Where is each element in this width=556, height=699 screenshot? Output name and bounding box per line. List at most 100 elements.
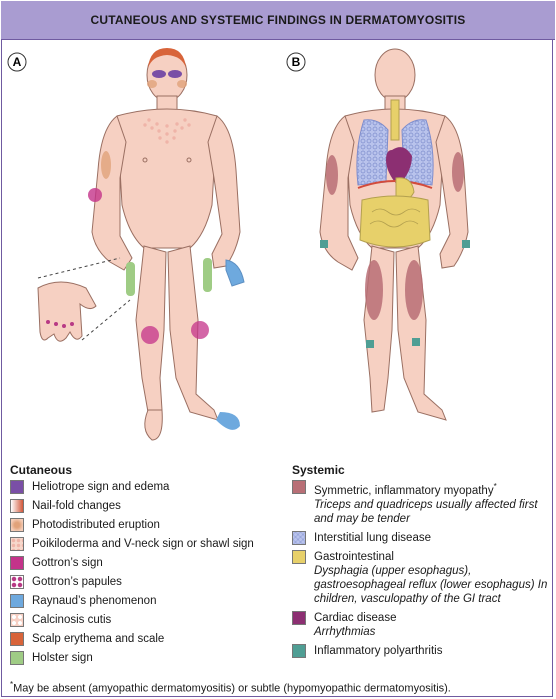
- cutaneous-swatch: [10, 537, 24, 551]
- systemic-swatch: [292, 610, 306, 625]
- cutaneous-legend-text: Scalp erythema and scale: [32, 632, 280, 646]
- nipple-right: [186, 157, 192, 163]
- systemic-legend-sub: Triceps and quadriceps usually affected …: [314, 498, 538, 525]
- quadriceps-left-mark: [365, 260, 383, 320]
- systemic-heading: Systemic: [292, 463, 345, 477]
- systemic-legend-item: Interstitial lung disease: [292, 530, 550, 545]
- cutaneous-legend-label: Calcinosis cutis: [32, 614, 112, 626]
- gottron-knee-right: [191, 321, 209, 339]
- cutaneous-legend-label: Photodistributed eruption: [32, 519, 160, 531]
- gottron-knee-left: [141, 326, 159, 344]
- systemic-legend-text: Symmetric, inflammatory myopathy* Triceps…: [314, 480, 550, 526]
- systemic-legend-item: Symmetric, inflammatory myopathy* Triceps…: [292, 480, 550, 526]
- panel-b-text: B: [292, 55, 301, 69]
- systemic-legend-label: Inflammatory polyarthritis: [314, 644, 443, 657]
- heliotrope-left-mark: [152, 70, 166, 78]
- photodistributed-arm-mark: [101, 151, 111, 179]
- footnote: *May be absent (amyopathic dermatomyosit…: [10, 680, 451, 695]
- holster-right-mark: [203, 258, 212, 292]
- cutaneous-legend-text: Raynaud’s phenomenon: [32, 594, 280, 608]
- cutaneous-legend-item: Holster sign: [10, 651, 280, 665]
- systemic-legend-mark: *: [493, 482, 497, 491]
- panel-b-label: B: [286, 52, 306, 72]
- systemic-swatch: [292, 530, 306, 545]
- heart-mark: [386, 147, 412, 186]
- systemic-legend-label: Gastrointestinal: [314, 550, 394, 563]
- v-neck-dots: [143, 118, 191, 144]
- cutaneous-swatch: [10, 651, 24, 665]
- triceps-right-mark: [452, 152, 464, 192]
- cutaneous-legend-item: Gottron’s sign: [10, 556, 280, 570]
- cutaneous-legend-text: Gottron’s papules: [32, 575, 280, 589]
- heliotrope-right-mark: [168, 70, 182, 78]
- cutaneous-legend-text: Poikiloderma and V-neck sign or shawl si…: [32, 537, 280, 551]
- cutaneous-swatch: [10, 594, 24, 608]
- cutaneous-swatch: [10, 632, 24, 646]
- panel-a-text: A: [13, 55, 22, 69]
- cutaneous-legend-label: Scalp erythema and scale: [32, 633, 165, 645]
- joint-wrist-left: [320, 240, 328, 248]
- figure-title: CUTANEOUS AND SYSTEMIC FINDINGS IN DERMA…: [1, 1, 555, 40]
- title-text: CUTANEOUS AND SYSTEMIC FINDINGS IN DERMA…: [90, 13, 466, 27]
- systemic-legend: Systemic Symmetric, inflammatory myopath…: [292, 463, 550, 663]
- systemic-legend-text: Inflammatory polyarthritis: [314, 644, 550, 658]
- cutaneous-legend-text: Photodistributed eruption: [32, 518, 280, 532]
- cutaneous-swatch: [10, 575, 24, 589]
- raynaud-hand-mark: [225, 259, 245, 287]
- raynaud-foot-mark: [216, 412, 240, 430]
- systemic-legend-item: Inflammatory polyarthritis: [292, 643, 550, 658]
- intestines-mark: [359, 195, 431, 248]
- systemic-legend-sub: Dysphagia (upper esophagus), gastroesoph…: [314, 564, 548, 605]
- cutaneous-legend-item: Photodistributed eruption: [10, 518, 280, 532]
- systemic-swatch: [292, 480, 306, 494]
- photodistributed-face-mark: [147, 80, 157, 88]
- systemic-legend-label: Cardiac disease: [314, 611, 397, 624]
- systemic-legend-sub: Arrhythmias: [314, 625, 376, 638]
- cutaneous-swatch: [10, 499, 24, 513]
- joint-knee-left: [366, 340, 374, 348]
- cutaneous-legend-label: Raynaud’s phenomenon: [32, 595, 157, 607]
- cutaneous-legend-text: Heliotrope sign and edema: [32, 480, 280, 494]
- gottron-elbow-mark: [88, 188, 102, 202]
- lung-left-mark: [356, 119, 389, 186]
- body-illustrations: A B: [7, 48, 470, 441]
- cutaneous-legend-label: Poikiloderma and V-neck sign or shawl si…: [32, 538, 254, 550]
- joint-wrist-right: [462, 240, 470, 248]
- footnote-text: May be absent (amyopathic dermatomyositi…: [13, 682, 451, 695]
- systemic-swatch: [292, 643, 306, 658]
- nipple-left: [142, 157, 148, 163]
- esophagus-mark: [390, 99, 400, 141]
- cutaneous-heading: Cutaneous: [10, 463, 73, 477]
- cutaneous-swatch: [10, 556, 24, 570]
- photodistributed-face-mark-2: [177, 80, 187, 88]
- intestine-loops: [369, 208, 421, 228]
- holster-left-mark: [126, 262, 135, 296]
- figure-a-body: [91, 48, 241, 441]
- cutaneous-swatch: [10, 480, 24, 494]
- triceps-left-mark: [326, 155, 338, 195]
- systemic-swatch: [292, 549, 306, 564]
- systemic-legend-label: Interstitial lung disease: [314, 531, 431, 544]
- cutaneous-legend-text: Holster sign: [32, 651, 280, 665]
- cutaneous-legend-item: Nail-fold changes: [10, 499, 280, 513]
- cutaneous-legend-item: Calcinosis cutis: [10, 613, 280, 627]
- cutaneous-legend-text: Nail-fold changes: [32, 499, 280, 513]
- cutaneous-legend-item: Heliotrope sign and edema: [10, 480, 280, 494]
- cutaneous-legend-label: Gottron’s sign: [32, 557, 103, 569]
- cutaneous-legend-item: Poikiloderma and V-neck sign or shawl si…: [10, 537, 280, 551]
- cutaneous-legend-item: Raynaud’s phenomenon: [10, 594, 280, 608]
- footnote-mark: *: [10, 680, 14, 689]
- cutaneous-legend-item: Scalp erythema and scale: [10, 632, 280, 646]
- cutaneous-legend-text: Calcinosis cutis: [32, 613, 280, 627]
- cutaneous-legend-label: Nail-fold changes: [32, 500, 121, 512]
- panel-a-label: A: [7, 52, 27, 72]
- diaphragm-line: [357, 180, 433, 189]
- systemic-legend-label: Symmetric, inflammatory myopathy: [314, 484, 494, 497]
- cutaneous-legend-label: Gottron’s papules: [32, 576, 122, 588]
- cutaneous-legend-label: Holster sign: [32, 652, 93, 664]
